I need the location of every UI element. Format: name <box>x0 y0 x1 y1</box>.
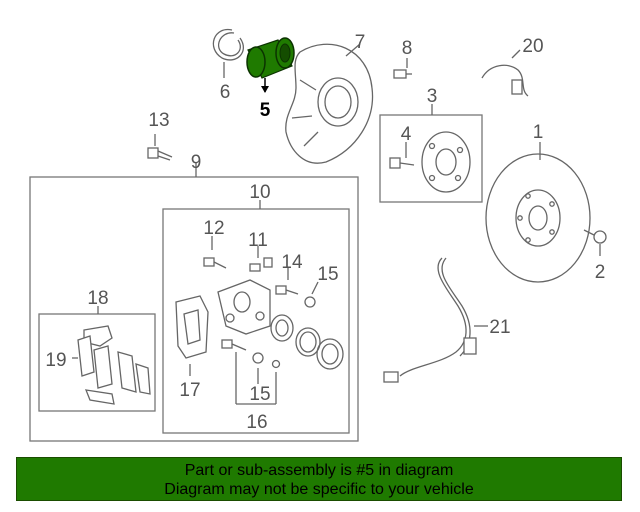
caliper-bolt-part <box>147 134 173 161</box>
callout-1: 1 <box>533 122 544 143</box>
banner-line-2: Diagram may not be specific to your vehi… <box>164 481 474 498</box>
callout-12: 12 <box>203 218 224 239</box>
info-banner: Part or sub-assembly is #5 in diagram Di… <box>16 457 622 501</box>
callout-18: 18 <box>87 288 108 309</box>
caliper-bracket-part <box>175 295 209 376</box>
callout-8: 8 <box>402 38 413 59</box>
callout-21: 21 <box>489 317 510 338</box>
callout-10: 10 <box>249 182 270 203</box>
guide-pin-16-parts <box>221 339 281 405</box>
guide-pin-bolt-12 <box>203 236 227 269</box>
piston-part <box>270 314 294 342</box>
callout-4: 4 <box>401 124 412 145</box>
callout-20: 20 <box>522 36 543 57</box>
bleeder-screw-11 <box>249 246 273 272</box>
dust-shield-part <box>285 43 374 164</box>
wheel-hub-part <box>389 131 471 193</box>
callout-16: 16 <box>246 412 267 433</box>
caliper-group-box <box>162 208 350 434</box>
wheel-bearing-part-highlighted <box>246 37 295 93</box>
snap-ring-part <box>212 28 245 78</box>
shield-bolt-part <box>393 58 412 79</box>
callout-19: 19 <box>45 350 66 371</box>
brake-hose-part <box>383 257 488 383</box>
callout-2: 2 <box>595 262 606 283</box>
brake-pads-part <box>72 325 151 405</box>
parts-diagram: 1 2 3 4 5 6 7 8 9 10 11 12 13 14 15 15 1… <box>29 28 607 442</box>
callout-7: 7 <box>355 32 366 53</box>
caliper-body-part <box>217 279 271 335</box>
callout-6: 6 <box>220 82 231 103</box>
brake-rotor-part <box>485 142 591 283</box>
piston-seal-part <box>295 327 321 357</box>
guide-pin-14 <box>275 268 299 295</box>
callout-3: 3 <box>427 86 438 107</box>
speed-sensor-harness-part <box>481 49 529 97</box>
callout-14: 14 <box>281 252 303 273</box>
dust-boot-part <box>316 338 344 370</box>
callout-17: 17 <box>179 380 200 401</box>
boot-15-upper <box>304 281 319 308</box>
rotor-screw-part <box>583 229 607 256</box>
callout-15-upper: 15 <box>317 264 338 285</box>
caliper-assembly-group-box <box>29 176 359 442</box>
callout-9: 9 <box>191 152 202 173</box>
banner-line-1: Part or sub-assembly is #5 in diagram <box>184 462 454 479</box>
callout-15-lower: 15 <box>249 384 270 405</box>
hub-group-box <box>379 114 483 203</box>
callout-11: 11 <box>248 230 268 251</box>
brake-pad-kit-group-box <box>38 313 156 412</box>
callout-5: 5 <box>260 100 271 121</box>
callout-13: 13 <box>148 110 169 131</box>
